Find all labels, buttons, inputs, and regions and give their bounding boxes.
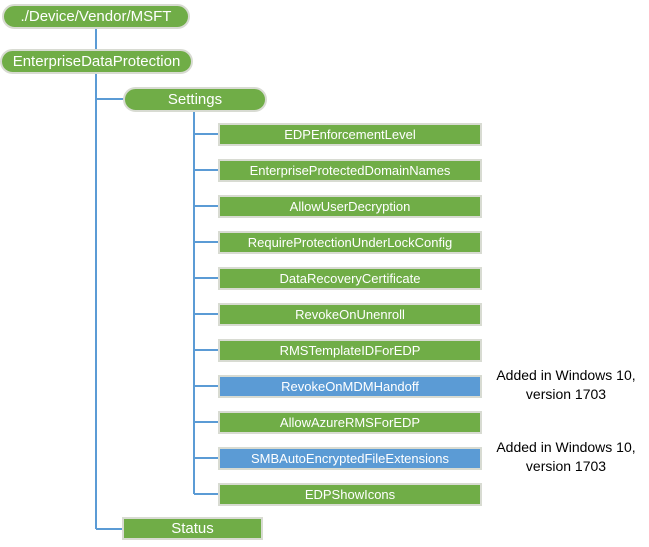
annotation-line-1: Added in Windows 10,: [496, 367, 636, 383]
node-settings: Settings: [123, 87, 267, 112]
node-smb-auto-encrypted-file-extensions: SMBAutoEncryptedFileExtensions: [218, 447, 482, 470]
node-revoke-on-mdm-handoff: RevokeOnMDMHandoff: [218, 375, 482, 398]
connector-child-3: [194, 241, 219, 243]
connector-child-1: [194, 169, 219, 171]
connector-settings-vertical: [193, 111, 195, 494]
node-revoke-on-unenroll: RevokeOnUnenroll: [218, 303, 482, 326]
connector-root-vertical: [95, 28, 97, 529]
node-require-protection-under-lock-config: RequireProtectionUnderLockConfig: [218, 231, 482, 254]
node-status: Status: [122, 517, 263, 540]
annotation-line-2: version 1703: [525, 458, 607, 474]
connector-status-branch: [96, 528, 123, 530]
node-allow-azure-rms-for-edp: AllowAzureRMSForEDP: [218, 411, 482, 434]
node-root-path: ./Device/Vendor/MSFT: [2, 4, 190, 29]
connector-child-8: [194, 421, 219, 423]
node-allow-user-decryption: AllowUserDecryption: [218, 195, 482, 218]
connector-child-4: [194, 277, 219, 279]
connector-child-2: [194, 205, 219, 207]
node-edp-show-icons: EDPShowIcons: [218, 483, 482, 506]
annotation-line-2: version 1703: [525, 386, 607, 402]
connector-settings-branch: [96, 98, 124, 100]
connector-child-10: [194, 493, 219, 495]
connector-child-6: [194, 349, 219, 351]
node-data-recovery-certificate: DataRecoveryCertificate: [218, 267, 482, 290]
connector-child-0: [194, 133, 219, 135]
annotation-revoke-on-mdm-handoff: Added in Windows 10, version 1703: [484, 366, 648, 404]
annotation-line-1: Added in Windows 10,: [496, 439, 636, 455]
node-enterprise-protected-domain-names: EnterpriseProtectedDomainNames: [218, 159, 482, 182]
connector-child-9: [194, 457, 219, 459]
node-edp-enforcement-level: EDPEnforcementLevel: [218, 123, 482, 146]
connector-child-7: [194, 385, 219, 387]
annotation-smb-auto-encrypted-file-extensions: Added in Windows 10, version 1703: [484, 438, 648, 476]
node-enterprise-data-protection: EnterpriseDataProtection: [0, 49, 193, 74]
connector-child-5: [194, 313, 219, 315]
node-rms-template-id-for-edp: RMSTemplateIDForEDP: [218, 339, 482, 362]
